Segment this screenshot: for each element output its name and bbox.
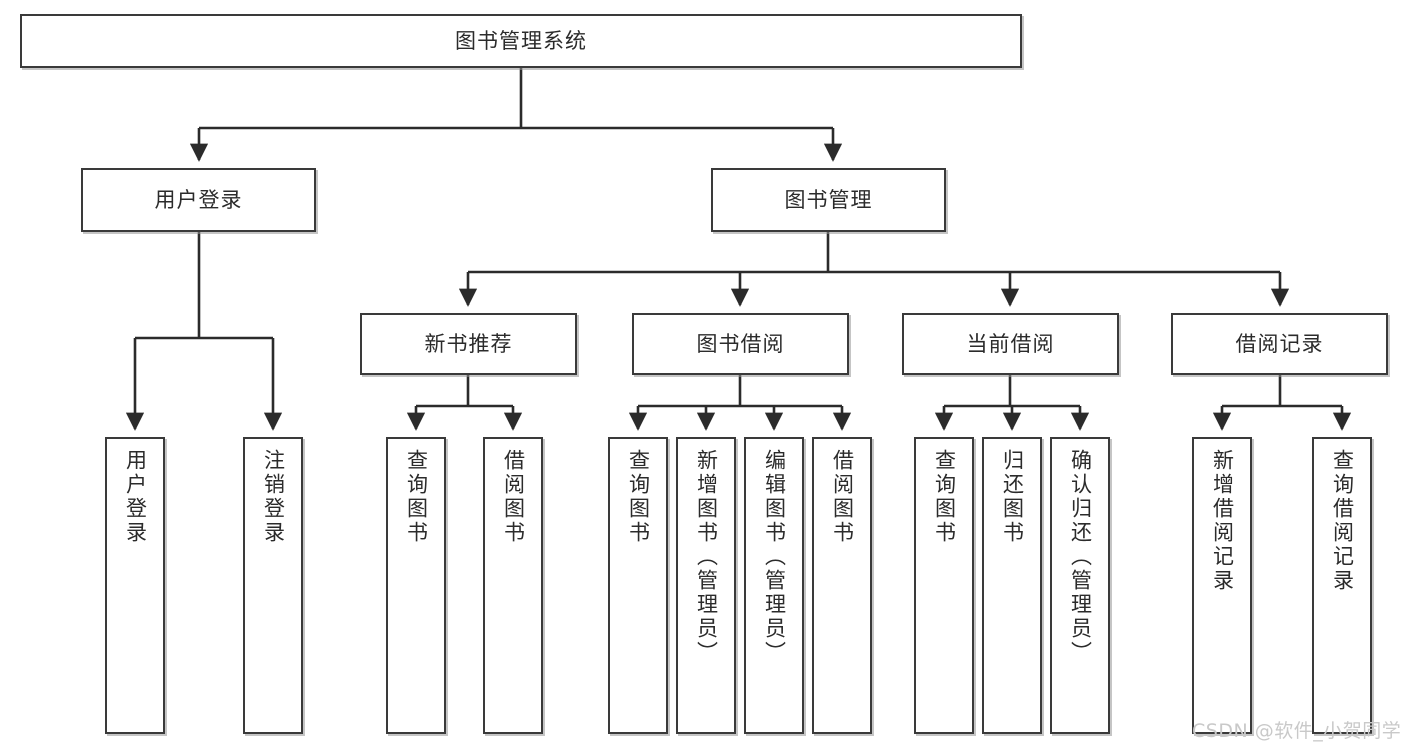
node-borrow-record[interactable]: 借阅记录	[1171, 313, 1388, 375]
node-label: 图书借阅	[696, 331, 785, 356]
leaf-current-confirm-return-admin[interactable]: 确认归还（管理员）	[1050, 437, 1110, 734]
leaf-recommend-query-book[interactable]: 查询图书	[386, 437, 446, 734]
leaf-borrow-borrow-book[interactable]: 借阅图书	[812, 437, 872, 734]
leaf-record-query-record[interactable]: 查询借阅记录	[1312, 437, 1372, 734]
node-root-system[interactable]: 图书管理系统	[20, 14, 1022, 68]
leaf-user-login-login[interactable]: 用户登录	[105, 437, 165, 734]
node-new-book-recommend[interactable]: 新书推荐	[360, 313, 577, 375]
node-label: 借阅图书	[501, 449, 526, 545]
node-label: 查询借阅记录	[1330, 449, 1355, 593]
watermark-csdn: CSDN @软件_小贺同学	[1192, 720, 1402, 742]
node-label: 新增图书（管理员）	[694, 449, 719, 665]
leaf-borrow-query-book[interactable]: 查询图书	[608, 437, 668, 734]
node-label: 归还图书	[1000, 449, 1025, 545]
node-label: 借阅记录	[1235, 331, 1324, 356]
node-current-borrow[interactable]: 当前借阅	[902, 313, 1119, 375]
node-label: 查询图书	[404, 449, 429, 545]
node-book-borrow[interactable]: 图书借阅	[632, 313, 849, 375]
node-label: 查询图书	[626, 449, 651, 545]
node-label: 用户登录	[154, 187, 243, 212]
node-label: 注销登录	[261, 449, 286, 545]
leaf-current-return-book[interactable]: 归还图书	[982, 437, 1042, 734]
node-book-management[interactable]: 图书管理	[711, 168, 946, 232]
node-label: 查询图书	[932, 449, 957, 545]
node-user-login[interactable]: 用户登录	[81, 168, 316, 232]
node-label: 当前借阅	[966, 331, 1055, 356]
leaf-user-login-logout[interactable]: 注销登录	[243, 437, 303, 734]
leaf-recommend-borrow-book[interactable]: 借阅图书	[483, 437, 543, 734]
node-label: 图书管理	[784, 187, 873, 212]
leaf-record-add-record[interactable]: 新增借阅记录	[1192, 437, 1252, 734]
node-label: 图书管理系统	[455, 28, 587, 53]
leaf-current-query-book[interactable]: 查询图书	[914, 437, 974, 734]
node-label: 编辑图书（管理员）	[762, 449, 787, 665]
node-label: 借阅图书	[830, 449, 855, 545]
leaf-borrow-add-book-admin[interactable]: 新增图书（管理员）	[676, 437, 736, 734]
node-label: 新增借阅记录	[1210, 449, 1235, 593]
node-label: 用户登录	[123, 449, 148, 545]
node-label: 确认归还（管理员）	[1068, 449, 1093, 665]
leaf-borrow-edit-book-admin[interactable]: 编辑图书（管理员）	[744, 437, 804, 734]
node-label: 新书推荐	[424, 331, 513, 356]
